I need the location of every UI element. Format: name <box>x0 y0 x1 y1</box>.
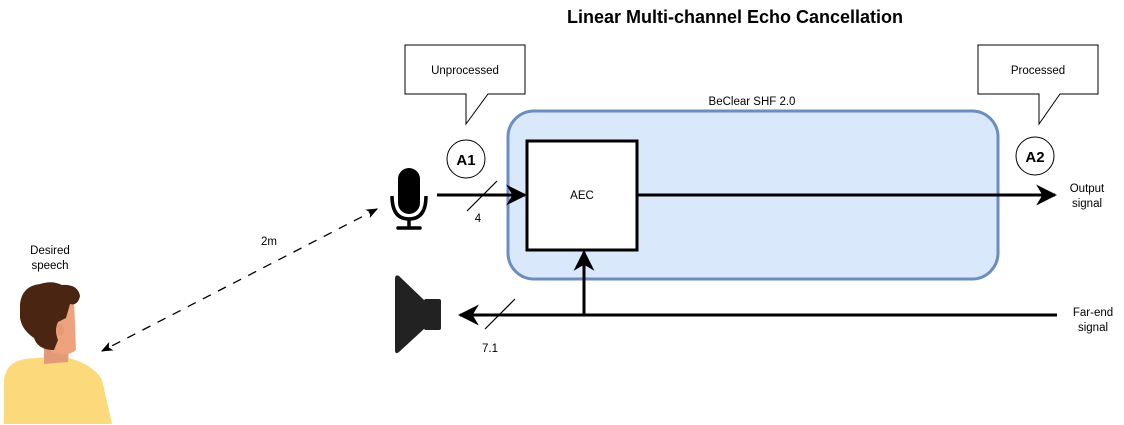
mic-channel-count: 4 <box>475 213 482 225</box>
diagram-title: Linear Multi-channel Echo Cancellation <box>567 7 903 27</box>
distance-label: 2m <box>261 236 277 248</box>
person-icon <box>4 282 112 424</box>
unprocessed-label: Unprocessed <box>431 65 499 77</box>
mic-bus-slash <box>466 180 498 212</box>
tap-a2-label: A2 <box>1025 149 1044 166</box>
processed-callout <box>977 44 1099 126</box>
tap-a1-label: A1 <box>456 152 475 169</box>
far-end-label-line2: signal <box>1078 322 1108 334</box>
aec-block[interactable] <box>525 139 639 252</box>
speaker-bus-slash <box>484 298 516 330</box>
loudspeaker-icon <box>395 275 441 354</box>
system-label: BeClear SHF 2.0 <box>709 96 796 108</box>
processed-label: Processed <box>1011 65 1065 77</box>
speaker-config-label: 7.1 <box>482 343 498 355</box>
tap-a1-marker <box>446 139 486 179</box>
tap-a2-marker <box>1015 136 1055 176</box>
microphone-icon <box>390 168 428 230</box>
distance-arrow <box>100 208 379 352</box>
aec-label: AEC <box>570 190 594 202</box>
unprocessed-callout <box>404 44 526 126</box>
desired-speech-label-line2: speech <box>31 260 68 272</box>
output-signal-label-line2: signal <box>1072 198 1102 210</box>
output-signal-label-line1: Output <box>1070 183 1105 195</box>
far-end-label-line1: Far-end <box>1073 307 1113 319</box>
desired-speech-label-line1: Desired <box>30 245 70 257</box>
